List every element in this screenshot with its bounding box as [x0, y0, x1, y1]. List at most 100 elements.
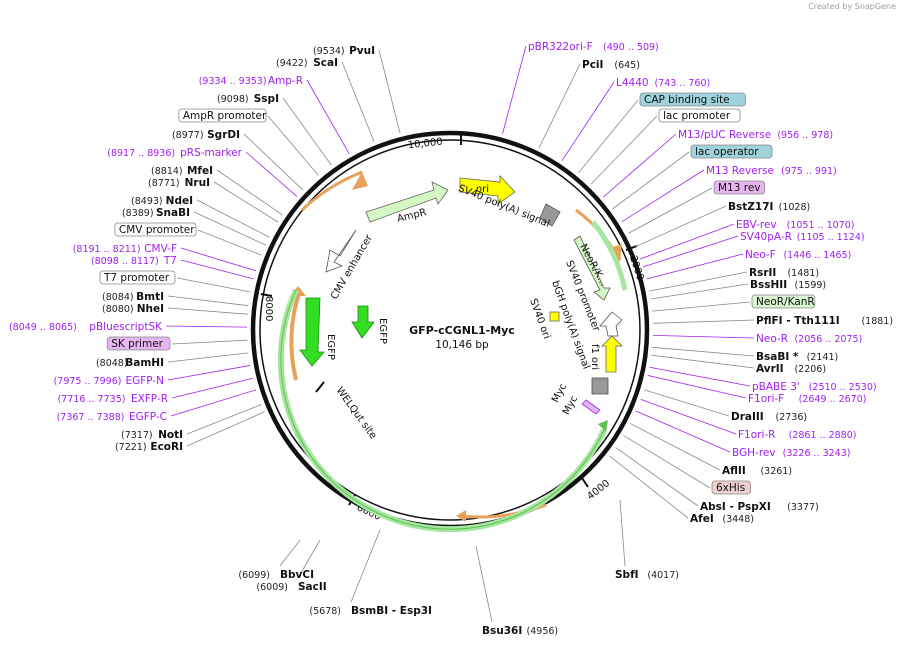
label-pos: (9422) — [276, 58, 308, 69]
label-text: pBABE 3' — [752, 381, 800, 393]
label-text: BamHI — [125, 357, 164, 369]
label-ecori: EcoRI(7221) — [115, 441, 183, 453]
leader-line — [590, 115, 658, 185]
label-draiii: DraIII(2736) — [731, 411, 807, 423]
label-box — [711, 480, 751, 495]
egfp-arrow-label: EGFP — [325, 334, 336, 360]
label-bmti: BmtI(8084) — [102, 291, 164, 303]
label-m13-puc-reverse: M13/pUC Reverse(956 .. 978) — [678, 129, 833, 141]
leader-line — [213, 181, 279, 223]
label-sacii: (6009)SacII — [256, 581, 326, 593]
label-bsmbi-esp3i: (5678) BsmBI - Esp3I — [309, 605, 432, 617]
leader-line — [640, 223, 735, 260]
backbone-inner — [259, 139, 641, 521]
label-text: BmtI — [136, 291, 164, 303]
label-pos: (2510 .. 2530) — [809, 382, 877, 393]
leader-line — [186, 411, 265, 447]
label-box — [658, 108, 741, 123]
welqut-label: WELQut site — [334, 385, 379, 441]
label-text: M13 rev — [718, 182, 761, 194]
label-lac-promoter: lac promoter — [658, 108, 741, 123]
label-text: lac promoter — [663, 110, 731, 122]
tick-mark — [581, 477, 589, 488]
label-text: AmpR promoter — [183, 110, 267, 122]
label-box — [751, 294, 816, 309]
label-m13-reverse: M13 Reverse(975 .. 991) — [706, 165, 837, 177]
label-text: PciI — [582, 59, 603, 71]
leader-line — [623, 435, 711, 489]
label-sbfi: SbfI(4017) — [615, 569, 679, 581]
label-afei: AfeI(3448) — [690, 513, 754, 525]
label-text: SspI — [254, 93, 279, 105]
label-lac-operator: lac operator — [690, 144, 773, 159]
leader-line — [180, 259, 254, 280]
label-pbabe-3: pBABE 3' (2510 .. 2530) — [752, 381, 877, 393]
label-pos: (1051 .. 1070) — [787, 220, 855, 231]
ori-label: ori — [476, 184, 489, 195]
label-m13-rev: M13 rev — [713, 180, 766, 195]
leader-line — [378, 49, 401, 134]
label-bsshii: BssHII(1599) — [750, 279, 826, 291]
label-text: BsmBI - Esp3I — [351, 605, 432, 617]
leader-line — [245, 151, 298, 197]
label-text: NeoR/KanR — [756, 296, 815, 308]
label-ndei: NdeI(8493) — [131, 195, 193, 207]
label-text: EBV-rev — [736, 219, 777, 231]
label-ampr-promoter: AmpR promoter — [178, 108, 267, 123]
label-text: Amp-R — [268, 75, 303, 87]
leader-line — [649, 271, 748, 292]
label-pos: (9534) — [313, 46, 345, 57]
label-pos: (5678) — [309, 606, 341, 617]
label-pvui: PvuI(9534) — [313, 45, 375, 57]
label-pos: (490 .. 509) — [603, 42, 659, 53]
leader-line — [635, 410, 731, 453]
tick-label-10000: 10,000 — [407, 137, 443, 152]
label-cap-binding-site: CAP binding site — [639, 92, 746, 107]
label-text: AvrII — [756, 363, 784, 375]
leader-line — [171, 339, 248, 345]
label-text: SnaBI — [156, 207, 190, 219]
leader-line — [646, 253, 744, 280]
label-mfei: MfeI(8814) — [151, 165, 213, 177]
leader-line — [630, 423, 721, 471]
plasmid-name: GFP-cCGNL1-Myc — [409, 324, 515, 337]
label-pos: (3377) — [787, 502, 819, 513]
leader-line — [502, 45, 527, 135]
label-pos: (8080) — [102, 304, 134, 315]
label-box — [114, 222, 197, 237]
label-pos: (4017) — [647, 570, 679, 581]
cmv-enhancer-feature — [325, 229, 357, 273]
label-noti: NotI(7317) — [121, 429, 183, 441]
leader-line — [651, 354, 755, 369]
label-text: pBR322ori-F — [528, 41, 593, 53]
leader-line — [243, 133, 304, 191]
label-nrui: NruI(8771) — [148, 177, 210, 189]
label-text: EXFP-R — [131, 393, 168, 405]
label-text: AbsI - PspXI — [700, 501, 771, 513]
label-avrii: AvrII(2206) — [756, 363, 826, 375]
label-pos: (7716 .. 7735) — [58, 394, 126, 405]
label-text: SgrDI — [207, 129, 240, 141]
label-text: CMV promoter — [119, 224, 195, 236]
leader-line — [619, 499, 626, 567]
label-prs-marker: pRS-marker(8917 .. 8936) — [107, 147, 242, 159]
label-pos: (1028) — [779, 202, 811, 213]
leader-line — [167, 352, 249, 363]
label-pos: (4956) — [527, 626, 559, 637]
label-pos: (1105 .. 1124) — [797, 232, 865, 243]
leader-line — [628, 187, 713, 234]
label-nhei: NheI(8080) — [102, 303, 164, 315]
leader-line — [171, 377, 253, 399]
leader-line — [652, 334, 755, 339]
label-rsrii: RsrII(1481) — [749, 267, 819, 279]
label-text: M13/pUC Reverse — [678, 129, 771, 141]
leader-line — [538, 63, 581, 148]
leader-line — [621, 169, 705, 223]
myc-tag-1 — [581, 399, 601, 415]
label-pos: (8771) — [148, 178, 180, 189]
label-aflii: AflII(3261) — [722, 465, 792, 477]
tick-label-8000: 8000 — [263, 296, 274, 321]
label-text: SV40pA-R — [740, 231, 792, 243]
leader-line — [197, 229, 262, 256]
